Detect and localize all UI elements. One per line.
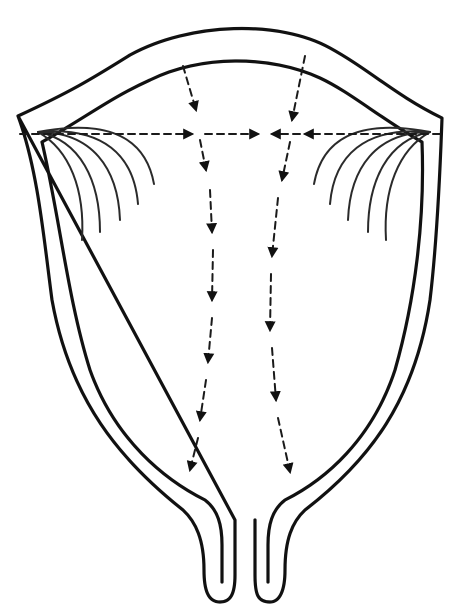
right-cornual-rings — [314, 128, 430, 240]
left-descending-arrows — [183, 66, 213, 470]
right-descending-arrows — [270, 56, 305, 472]
